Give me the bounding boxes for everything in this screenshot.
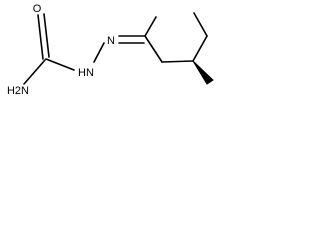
hydrazide-n-n-bond	[93, 42, 105, 63]
carbonyl-to-hydrazide-bond	[45, 58, 75, 71]
imine-methyl-bond	[144, 16, 157, 37]
amine-label: H2N	[7, 85, 29, 97]
oxygen-label: O	[33, 3, 42, 15]
carbonyl-double-bond-b	[43, 13, 50, 58]
imine-to-ch2-bond	[144, 35, 163, 63]
carbonyl-to-amine-bond	[23, 59, 46, 85]
stereo-wedge-bond	[192, 60, 214, 85]
carbonyl-double-bond-a	[37, 14, 44, 60]
stereocenter-to-ethyl-bond	[192, 35, 208, 62]
imine-n-label: N	[107, 35, 115, 47]
hydrazide-nh-label: HN	[78, 67, 94, 79]
ethyl-terminal-bond	[193, 12, 208, 37]
ch2-to-stereocenter-bond	[161, 60, 194, 63]
chemical-structure: O H2N HN N	[7, 3, 214, 97]
